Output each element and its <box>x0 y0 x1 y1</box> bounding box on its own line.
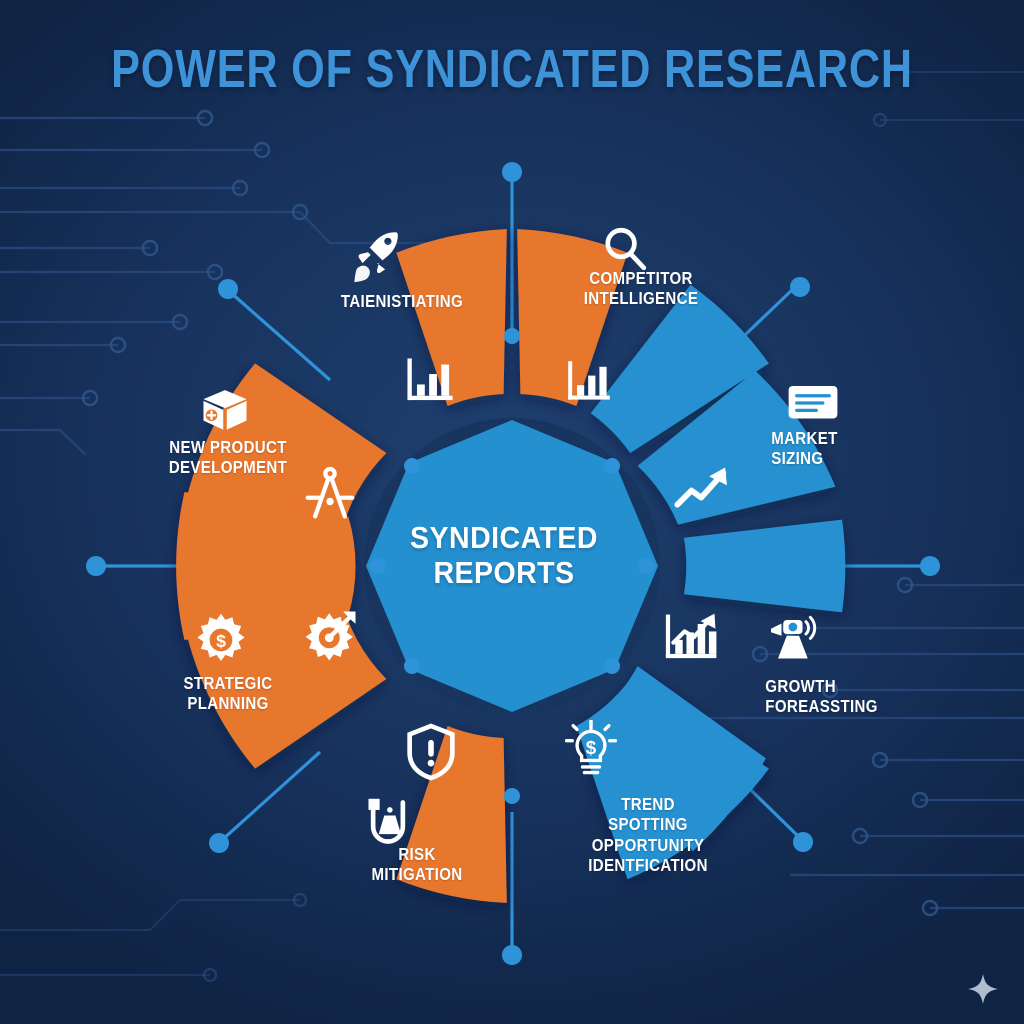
connector-dots <box>86 162 940 965</box>
segment-risk-mitigation[interactable] <box>396 726 507 903</box>
segment-competitor-intelligence[interactable] <box>517 229 628 406</box>
segment-npd-band[interactable] <box>176 492 356 640</box>
page-title: POWER OF SYNDICATED RESEARCH <box>111 39 913 99</box>
inner-junction-dots <box>370 328 654 804</box>
segment-growth-forecasting[interactable] <box>683 519 846 613</box>
segment-market-sizing[interactable] <box>590 284 769 453</box>
segment-talent-strategy[interactable] <box>396 229 507 406</box>
hub-octagon[interactable] <box>366 420 658 712</box>
segment-growth-band[interactable] <box>600 666 766 852</box>
